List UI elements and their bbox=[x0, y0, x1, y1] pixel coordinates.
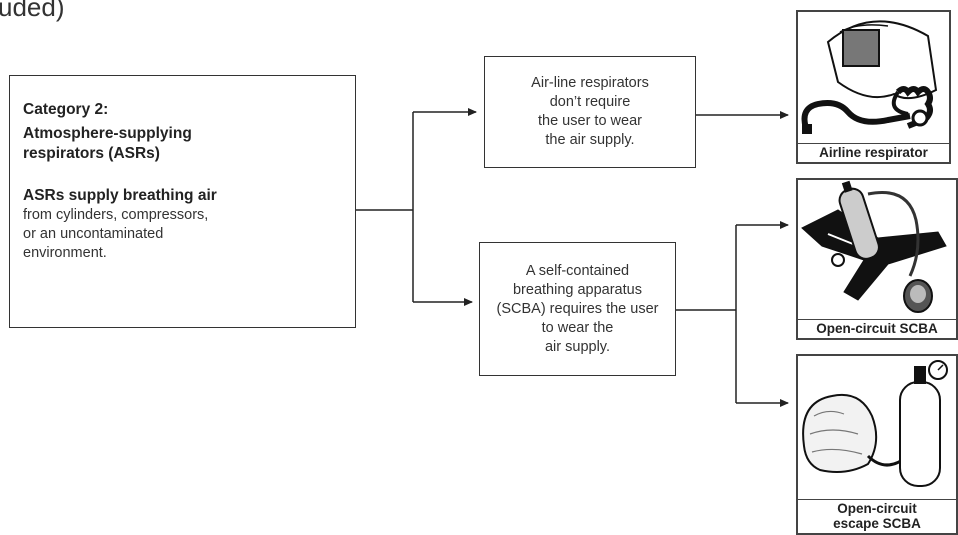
scba-desc-line5: air supply. bbox=[544, 338, 610, 355]
airline-desc-line2: don’t require bbox=[549, 94, 631, 110]
escape-caption-line2: escape SCBA bbox=[833, 516, 921, 531]
category-title-line2: respirators (ASRs) bbox=[23, 145, 160, 162]
page-title: uded) bbox=[0, 0, 65, 22]
airline-desc-line3: the user to wear bbox=[538, 113, 642, 129]
category-title-line1: Atmosphere-supplying bbox=[23, 125, 192, 142]
scba-desc-line1: A self-contained bbox=[525, 262, 630, 279]
category-heading: Category 2: bbox=[23, 101, 109, 118]
airline-respirator-caption: Airline respirator bbox=[798, 143, 949, 162]
open-circuit-scba-icon bbox=[801, 180, 947, 313]
open-circuit-scba-caption: Open-circuit SCBA bbox=[798, 319, 956, 338]
airline-respirator-card: Airline respirator bbox=[796, 10, 951, 164]
airline-respirator-icon bbox=[801, 20, 938, 134]
scba-description-box: A self-contained breathing apparatus (SC… bbox=[479, 242, 676, 376]
scba-desc-line4: to wear the bbox=[541, 319, 614, 336]
category-bold-line: ASRs supply breathing air bbox=[23, 187, 217, 204]
escape-scba-caption: Open-circuit escape SCBA bbox=[798, 499, 956, 533]
category-desc-line1: from cylinders, compressors, bbox=[23, 207, 209, 223]
escape-scba-icon bbox=[802, 360, 948, 487]
category-desc-line2: or an uncontaminated bbox=[23, 226, 164, 242]
escape-caption-line1: Open-circuit bbox=[837, 501, 917, 516]
airline-desc-line4: the air supply. bbox=[545, 132, 635, 148]
escape-scba-card: Open-circuit escape SCBA bbox=[796, 354, 958, 535]
scba-desc-line2: breathing apparatus bbox=[512, 281, 642, 298]
airline-desc-line1: Air-line respirators bbox=[531, 75, 649, 91]
airline-description-box: Air-line respirators don’t require the u… bbox=[484, 56, 696, 168]
scba-desc-line3: (SCBA) requires the user bbox=[496, 300, 659, 317]
category-box: Category 2: Atmosphere-supplying respira… bbox=[9, 75, 356, 328]
open-circuit-scba-card: Open-circuit SCBA bbox=[796, 178, 958, 340]
category-desc-line3: environment. bbox=[23, 245, 107, 261]
